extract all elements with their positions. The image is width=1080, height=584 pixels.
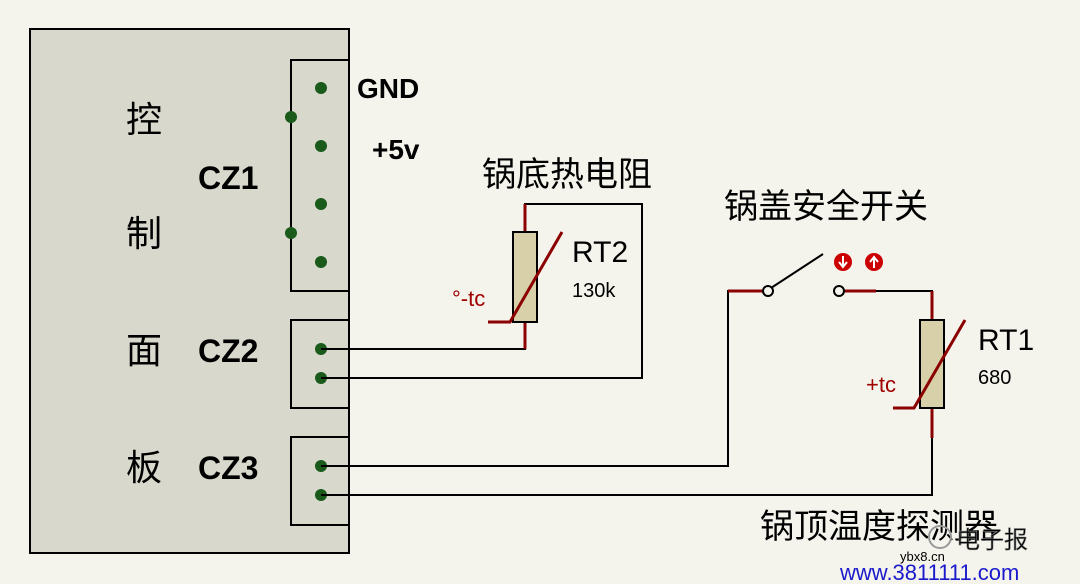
cz1-label: CZ1: [198, 160, 258, 196]
probe-title: 锅顶温度探测器: [760, 507, 998, 547]
panel-char-2: 制: [126, 214, 162, 255]
rt1-value: 680: [978, 367, 1011, 389]
thermistor-rt1: [893, 291, 967, 438]
cz2-label: CZ2: [198, 333, 258, 369]
panel-char-1: 控: [126, 100, 162, 141]
panel-char-3: 面: [126, 331, 162, 372]
panel-char-4: 板: [126, 448, 162, 489]
connector-cz2: [290, 319, 350, 409]
rt2-name: RT2: [572, 236, 628, 269]
switch-down-arrow-icon[interactable]: [834, 253, 852, 271]
rt2-title: 锅底热电阻: [482, 155, 652, 195]
switch-up-arrow-icon[interactable]: [865, 253, 883, 271]
watermark-small: ybx8.cn: [900, 549, 945, 564]
switch-title: 锅盖安全开关: [724, 187, 928, 227]
plus5v-label: +5v: [372, 134, 420, 165]
connector-cz1: [285, 59, 350, 292]
rt1-tc: +tc: [866, 372, 896, 397]
rt2-value: 130k: [572, 280, 616, 302]
rt1-name: RT1: [978, 324, 1034, 357]
watermark-url[interactable]: www.3811111.com: [839, 560, 1019, 584]
thermistor-rt2: [488, 204, 564, 349]
watermark: 电子报 ybx8.cn www.3811111.com: [839, 525, 1028, 584]
watermark-brand: 电子报: [956, 526, 1028, 554]
safety-switch: [728, 253, 883, 297]
gnd-label: GND: [357, 73, 419, 104]
watermark-logo-icon: [928, 525, 952, 549]
connector-cz3: [290, 436, 350, 526]
cz3-label: CZ3: [198, 450, 258, 486]
rt2-tc: °-tc: [452, 286, 485, 311]
